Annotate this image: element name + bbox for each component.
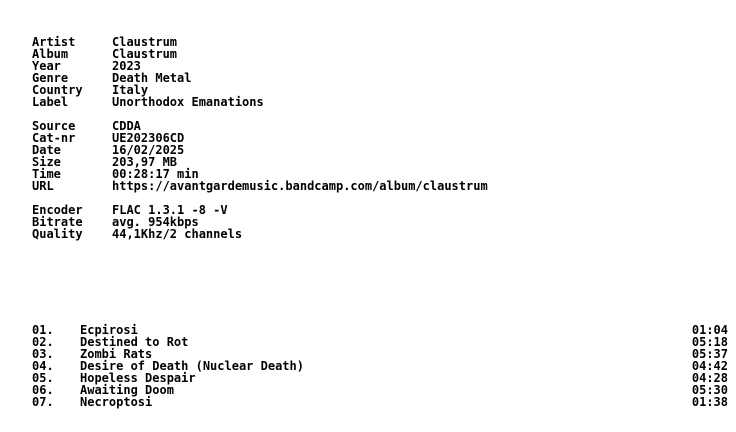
encoding-label: Bitrate bbox=[32, 215, 83, 229]
track-row: 03. Zombi Rats 05:37 bbox=[32, 348, 728, 360]
source-value: 16/02/2025 bbox=[112, 143, 185, 157]
encoding-value: avg. 954kbps bbox=[112, 215, 199, 229]
encoding-row-bitrate: Bitrate avg. 954kbps bbox=[32, 216, 242, 228]
source-url-value: https://avantgardemusic.bandcamp.com/alb… bbox=[112, 179, 488, 193]
album-info-block: Artist Claustrum Album Claustrum Year 20… bbox=[32, 36, 264, 108]
track-title: Awaiting Doom bbox=[80, 383, 174, 397]
source-label: Date bbox=[32, 143, 61, 157]
track-number: 01. bbox=[32, 323, 54, 337]
track-duration: 04:28 bbox=[691, 371, 728, 385]
source-row-cat-nr: Cat-nr UE202306CD bbox=[32, 132, 488, 144]
info-label: Country bbox=[32, 83, 83, 97]
track-duration: 04:42 bbox=[691, 359, 728, 373]
track-title: Ecpirosi bbox=[80, 323, 138, 337]
track-duration: 01:04 bbox=[691, 323, 728, 337]
info-label: Year bbox=[32, 59, 61, 73]
encoding-value: FLAC 1.3.1 -8 -V bbox=[112, 203, 228, 217]
track-title: Destined to Rot bbox=[80, 335, 189, 349]
info-row-country: Country Italy bbox=[32, 84, 264, 96]
track-title: Hopeless Despair bbox=[80, 371, 196, 385]
source-label: Time bbox=[32, 167, 61, 181]
encoding-info-block: Encoder FLAC 1.3.1 -8 -V Bitrate avg. 95… bbox=[32, 204, 242, 240]
encoding-row-encoder: Encoder FLAC 1.3.1 -8 -V bbox=[32, 204, 242, 216]
encoding-label: Quality bbox=[32, 227, 83, 241]
source-info-block: Source CDDA Cat-nr UE202306CD Date 16/02… bbox=[32, 120, 488, 192]
tracklist: 01. Ecpirosi 01:04 02. Destined to Rot 0… bbox=[32, 324, 728, 408]
track-row: 04. Desire of Death (Nuclear Death) 04:4… bbox=[32, 360, 728, 372]
track-number: 07. bbox=[32, 395, 54, 409]
source-label: Size bbox=[32, 155, 61, 169]
track-title: Zombi Rats bbox=[80, 347, 153, 361]
info-label: Artist bbox=[32, 35, 76, 49]
source-value: UE202306CD bbox=[112, 131, 185, 145]
info-value: Claustrum bbox=[112, 47, 178, 61]
source-row-source: Source CDDA bbox=[32, 120, 488, 132]
info-row-artist: Artist Claustrum bbox=[32, 36, 264, 48]
source-value: 203,97 MB bbox=[112, 155, 178, 169]
track-number: 03. bbox=[32, 347, 54, 361]
encoding-row-quality: Quality 44,1Khz/2 channels bbox=[32, 228, 242, 240]
source-row-date: Date 16/02/2025 bbox=[32, 144, 488, 156]
info-value: Italy bbox=[112, 83, 149, 97]
source-label: URL bbox=[32, 179, 54, 193]
info-row-album: Album Claustrum bbox=[32, 48, 264, 60]
info-value: Claustrum bbox=[112, 35, 178, 49]
info-row-genre: Genre Death Metal bbox=[32, 72, 264, 84]
track-title: Desire of Death (Nuclear Death) bbox=[80, 359, 304, 373]
track-number: 06. bbox=[32, 383, 54, 397]
track-duration: 05:30 bbox=[691, 383, 728, 397]
encoding-label: Encoder bbox=[32, 203, 83, 217]
info-value: Unorthodox Emanations bbox=[112, 95, 264, 109]
track-row: 01. Ecpirosi 01:04 bbox=[32, 324, 728, 336]
track-duration: 05:37 bbox=[691, 347, 728, 361]
info-row-label: Label Unorthodox Emanations bbox=[32, 96, 264, 108]
source-row-time: Time 00:28:17 min bbox=[32, 168, 488, 180]
info-row-year: Year 2023 bbox=[32, 60, 264, 72]
track-duration: 01:38 bbox=[691, 395, 728, 409]
source-value: CDDA bbox=[112, 119, 141, 133]
track-row: 02. Destined to Rot 05:18 bbox=[32, 336, 728, 348]
track-duration: 05:18 bbox=[691, 335, 728, 349]
info-label: Genre bbox=[32, 71, 69, 85]
info-value: Death Metal bbox=[112, 71, 192, 85]
track-row: 07. Necroptosi 01:38 bbox=[32, 396, 728, 408]
track-number: 02. bbox=[32, 335, 54, 349]
track-title: Necroptosi bbox=[80, 395, 153, 409]
info-value: 2023 bbox=[112, 59, 141, 73]
source-value: 00:28:17 min bbox=[112, 167, 199, 181]
source-label: Source bbox=[32, 119, 76, 133]
source-row-size: Size 203,97 MB bbox=[32, 156, 488, 168]
info-label: Album bbox=[32, 47, 69, 61]
track-number: 04. bbox=[32, 359, 54, 373]
info-label: Label bbox=[32, 95, 69, 109]
source-label: Cat-nr bbox=[32, 131, 76, 145]
encoding-value: 44,1Khz/2 channels bbox=[112, 227, 243, 241]
track-row: 06. Awaiting Doom 05:30 bbox=[32, 384, 728, 396]
source-row-url: URL https://avantgardemusic.bandcamp.com… bbox=[32, 180, 488, 192]
track-number: 05. bbox=[32, 371, 54, 385]
track-row: 05. Hopeless Despair 04:28 bbox=[32, 372, 728, 384]
